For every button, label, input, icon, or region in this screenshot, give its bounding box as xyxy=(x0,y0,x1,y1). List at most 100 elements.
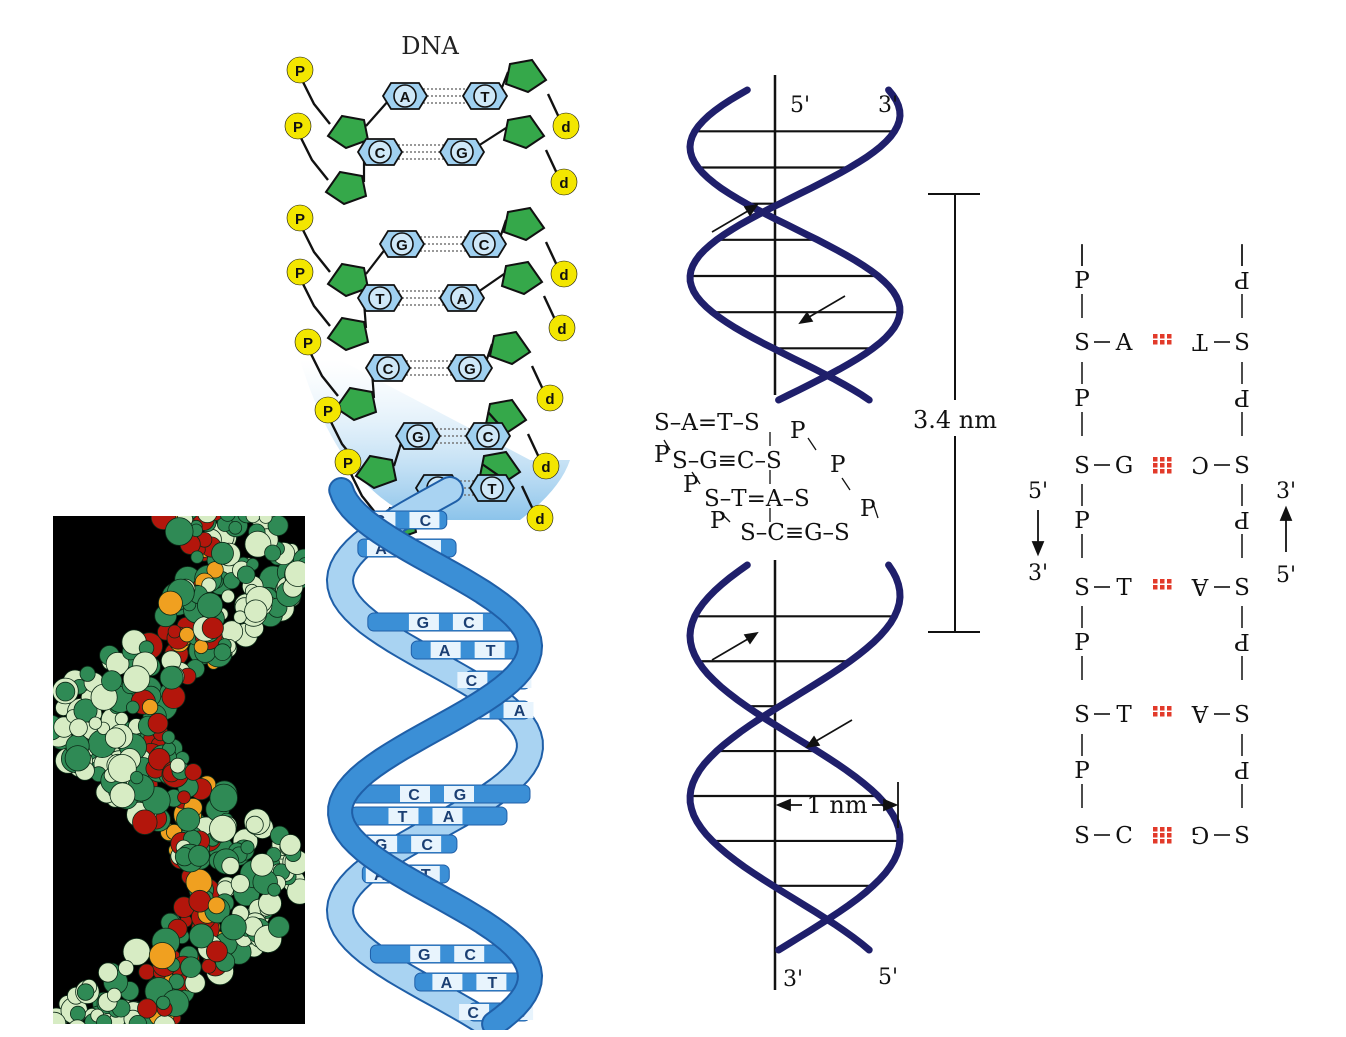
atom-sphere xyxy=(228,521,243,535)
base-block-right xyxy=(444,786,474,802)
hydrogen-bond-dot xyxy=(1167,463,1172,468)
end-label-top-right: 3' xyxy=(878,93,898,118)
base-letter-disc xyxy=(458,356,482,380)
sugar-right: S xyxy=(1234,823,1250,849)
sugar-left: S xyxy=(1074,453,1090,479)
base-pair-bar xyxy=(349,784,531,804)
ladder-title: DNA xyxy=(401,32,459,60)
phosphate-marker xyxy=(314,396,342,424)
helix-turn-top xyxy=(686,86,904,404)
atom-sphere xyxy=(164,517,194,546)
deoxyribose-sugar xyxy=(334,386,378,422)
ribbon-base-left: C xyxy=(467,1005,479,1022)
inset-p-2: P xyxy=(654,442,669,468)
atom-sphere xyxy=(267,516,289,536)
schematic-helix: 5' 3' 3' 5' 3.4 nm 1 nm xyxy=(654,75,1005,992)
deoxyribose-marker xyxy=(550,168,578,196)
phosphate-marker xyxy=(286,258,314,286)
phosphate-label: P xyxy=(295,63,305,80)
base-block-right xyxy=(411,836,442,852)
atom-sphere xyxy=(230,874,250,894)
atom-sphere xyxy=(201,617,224,640)
hydrogen-bond-dot xyxy=(1153,463,1158,468)
atom-sphere xyxy=(188,923,214,949)
hydrogen-bond-dot xyxy=(1153,334,1158,339)
hydrogen-bond-dot xyxy=(1153,340,1158,345)
right-strand-arrow xyxy=(1279,505,1293,552)
inset-p-1: P xyxy=(790,418,805,444)
deoxyribose-sugar xyxy=(502,206,546,242)
phosphate-left: P xyxy=(1074,386,1089,412)
deoxyribose-label: d xyxy=(557,321,566,338)
base-letter-right: G xyxy=(464,361,476,378)
ribbon-strand xyxy=(329,479,542,1030)
inset-base-pairs: S–A=T–S P P S–G≡C–S P P S–T=A–S P P S–C≡… xyxy=(654,410,879,546)
atom-sphere xyxy=(122,665,151,693)
base-letter-disc xyxy=(450,140,474,164)
glycosidic-bond xyxy=(477,273,505,293)
phosphate-left: P xyxy=(1074,758,1089,784)
deoxyribose-label: d xyxy=(545,391,554,408)
base-letter-right: C xyxy=(483,429,494,446)
sugar-right: S xyxy=(1234,453,1250,479)
deoxyribose-marker xyxy=(526,504,554,532)
base-block-left xyxy=(459,1004,490,1020)
hydrogen-bond-dot xyxy=(1153,579,1158,584)
atom-sphere xyxy=(221,589,236,604)
hydrogen-bond-dot xyxy=(1167,712,1172,717)
atom-sphere xyxy=(79,665,96,682)
atom-sphere xyxy=(236,565,256,585)
deoxyribose-sugar xyxy=(488,330,532,366)
atom-sphere xyxy=(114,711,129,726)
base-block-left xyxy=(457,672,488,688)
base-block-right xyxy=(474,642,505,658)
base-block-right xyxy=(432,808,463,824)
deoxyribose-label: d xyxy=(559,267,568,284)
atom-sphere xyxy=(128,1015,148,1024)
base-block-left xyxy=(388,808,419,824)
end-label-bottom-left: 3' xyxy=(783,967,803,992)
deoxyribose-sugar xyxy=(326,262,370,298)
end-label-top-left: 5' xyxy=(790,93,810,118)
deoxyribose-sugar xyxy=(326,114,370,150)
atom-sphere xyxy=(220,914,247,941)
deoxyribose-label: d xyxy=(559,175,568,192)
base-letter-disc xyxy=(480,476,504,500)
atom-sphere xyxy=(245,516,261,524)
deoxyribose-sugar xyxy=(504,58,548,94)
phosphate-marker xyxy=(286,56,314,84)
hydrogen-bond-dot xyxy=(1167,833,1172,838)
base-letter-disc xyxy=(476,424,500,448)
deoxyribose-label: d xyxy=(541,459,550,476)
hydrogen-bond-dot xyxy=(1167,585,1172,590)
atom-sphere xyxy=(55,681,76,702)
base-block-left xyxy=(400,786,430,802)
hydrogen-bond-dot xyxy=(1160,469,1165,474)
atom-sphere xyxy=(142,698,159,716)
phosphate-marker xyxy=(286,204,314,232)
deoxyribose-label: d xyxy=(561,119,570,136)
base-block-left xyxy=(410,946,441,962)
deoxyribose-marker xyxy=(552,112,580,140)
direction-arrow-down-bottom xyxy=(805,719,853,749)
phosphate-right: P xyxy=(1234,506,1249,532)
hydrogen-bond-dot xyxy=(1153,833,1158,838)
ribbon-base-left: A xyxy=(439,643,451,660)
deoxyribose-marker xyxy=(548,314,576,342)
glycosidic-bond xyxy=(365,99,390,127)
atom-sphere xyxy=(240,840,255,855)
base-letter-right: T xyxy=(487,481,496,498)
atom-sphere xyxy=(244,530,272,558)
ribbon-base-left: A xyxy=(441,975,453,992)
base-block-left xyxy=(432,974,463,990)
inset-line-1: S–A=T–S xyxy=(654,410,760,436)
